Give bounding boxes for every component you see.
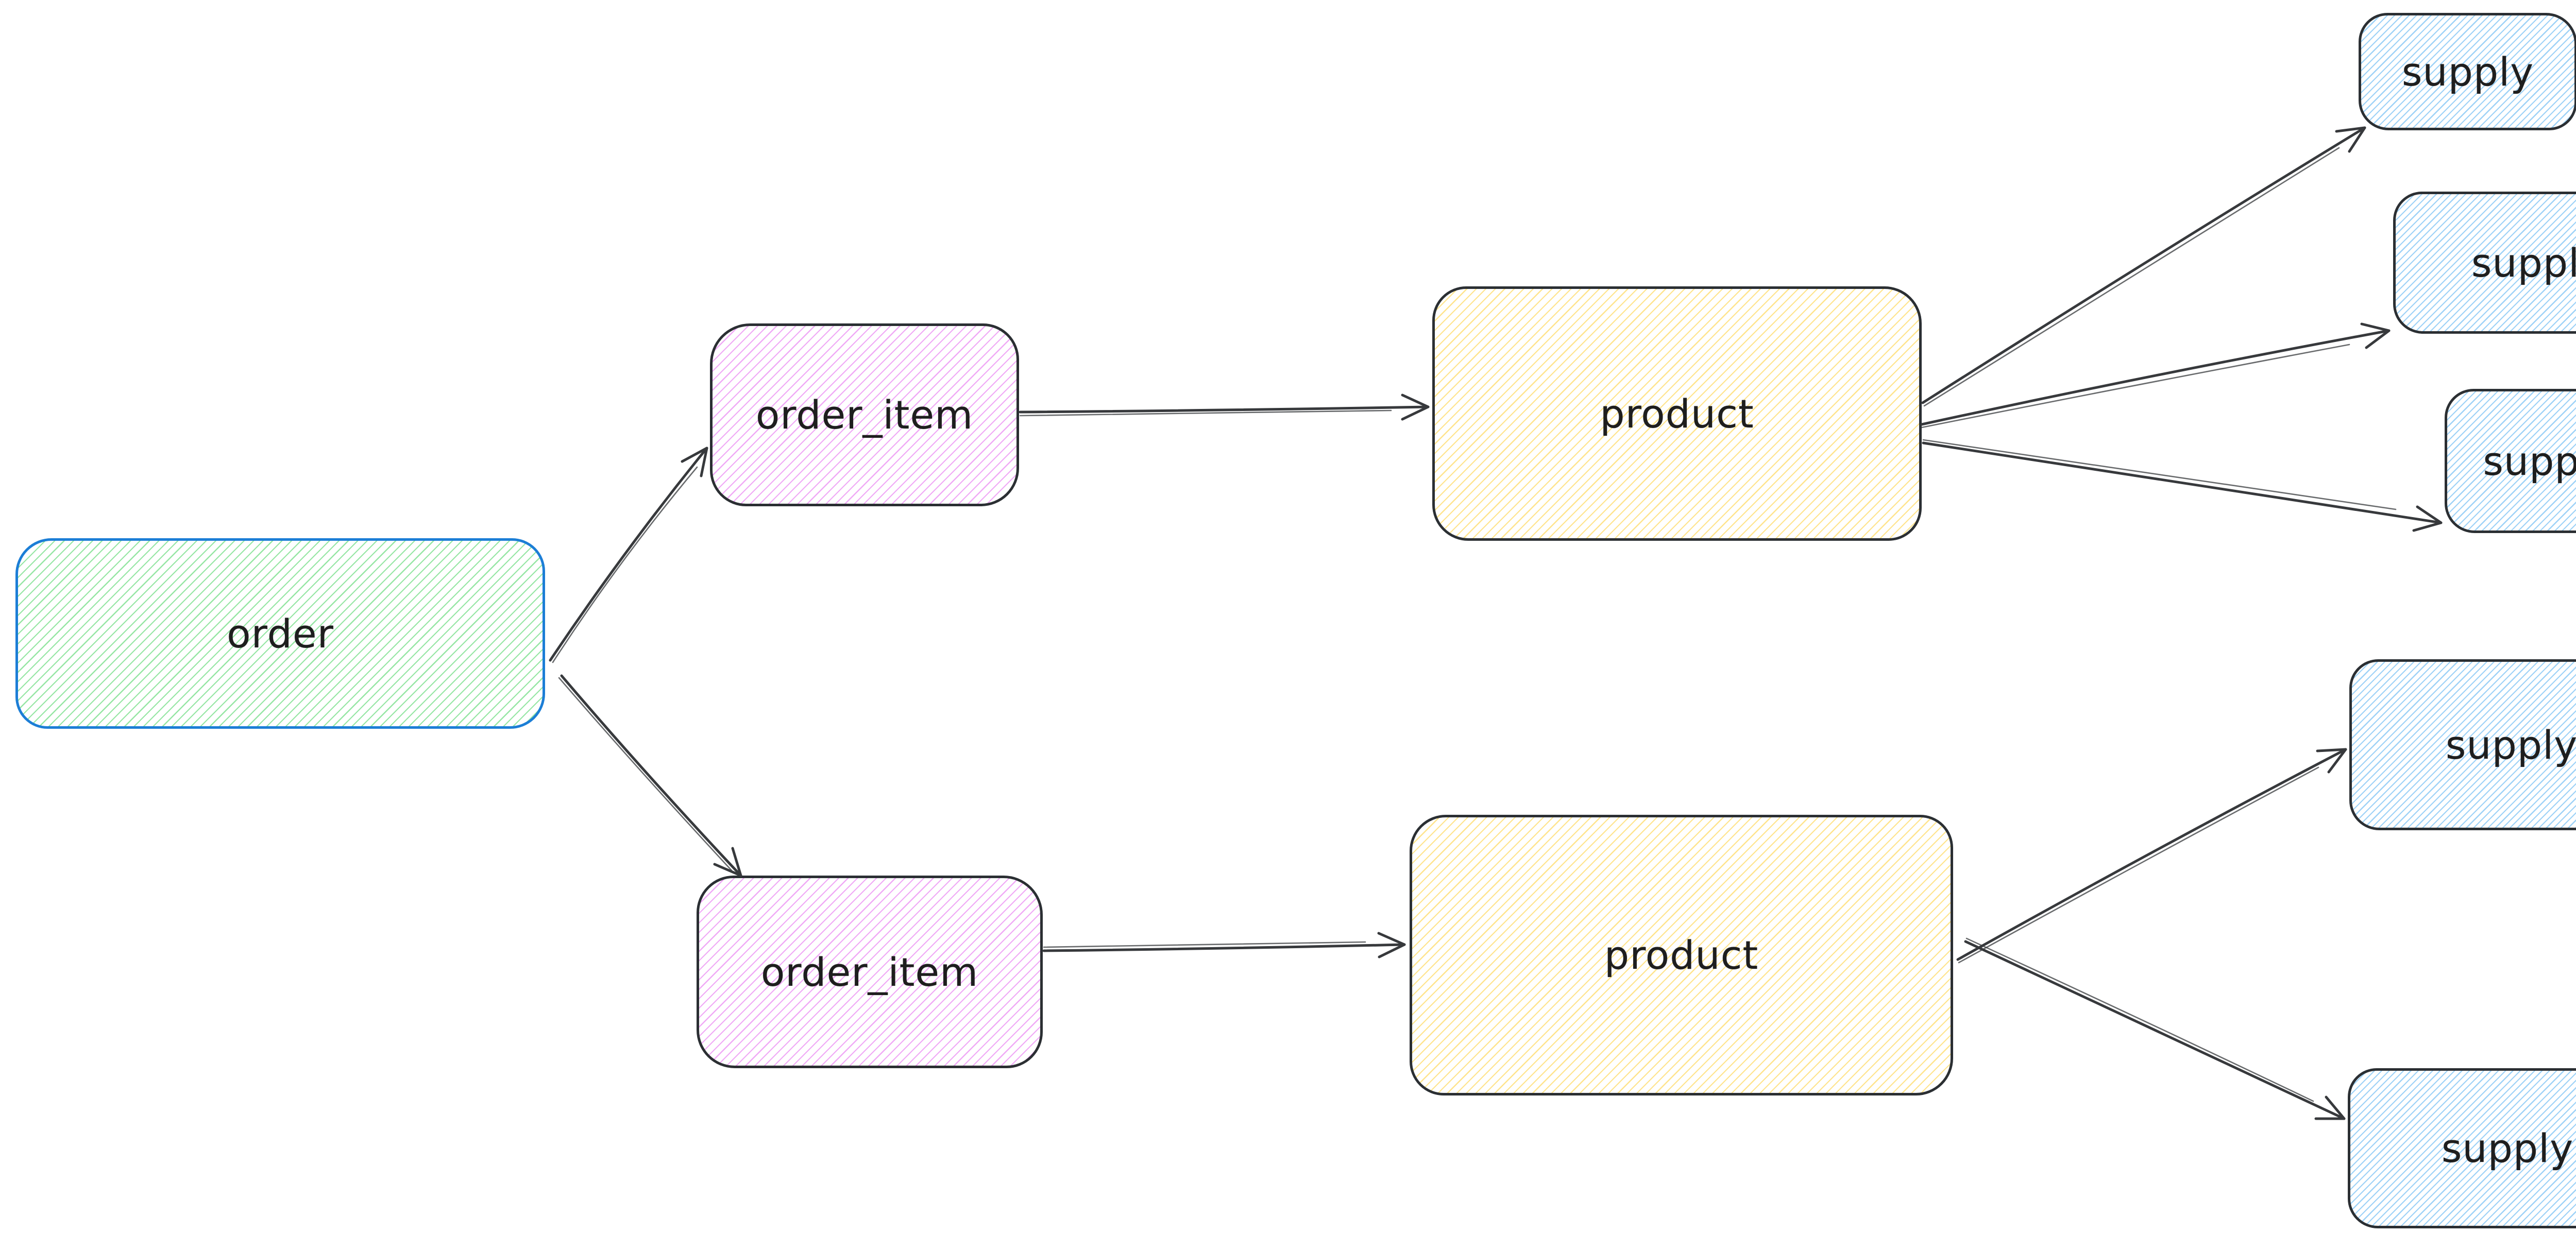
node-product-bottom[interactable]: product: [1410, 815, 1953, 1095]
arrow-order-to-order-item-top[interactable]: [549, 447, 708, 663]
arrow-product-top-to-supply-1[interactable]: [1921, 126, 2366, 407]
node-supply-5[interactable]: supply: [2348, 1068, 2576, 1228]
node-order-item-top[interactable]: order_item: [710, 323, 1019, 506]
node-product-bottom-label: product: [1604, 932, 1759, 978]
node-supply-3-label: supply: [2483, 438, 2576, 484]
arrow-order-item-top-to-product-top[interactable]: [1019, 393, 1430, 421]
node-product-top[interactable]: product: [1432, 286, 1922, 541]
node-product-top-label: product: [1600, 390, 1754, 437]
arrow-order-to-order-item-bottom[interactable]: [558, 674, 742, 877]
node-supply-5-label: supply: [2441, 1125, 2574, 1171]
node-supply-1[interactable]: supply: [2359, 13, 2576, 130]
node-supply-2[interactable]: supply: [2393, 192, 2576, 334]
node-order-label: order: [227, 610, 334, 657]
node-supply-1-label: supply: [2401, 48, 2534, 95]
node-supply-4[interactable]: supply: [2349, 659, 2576, 830]
node-order-item-bottom[interactable]: order_item: [697, 876, 1043, 1068]
node-supply-3[interactable]: supply: [2445, 389, 2576, 533]
node-order[interactable]: order: [15, 538, 545, 729]
node-supply-4-label: supply: [2445, 722, 2576, 768]
arrow-product-bottom-to-supply-5[interactable]: [1964, 937, 2346, 1120]
arrow-product-top-to-supply-2[interactable]: [1920, 322, 2391, 429]
arrow-order-item-bottom-to-product-bottom[interactable]: [1042, 932, 1406, 958]
arrow-product-bottom-to-supply-4[interactable]: [1956, 748, 2347, 964]
arrow-product-top-to-supply-3[interactable]: [1922, 439, 2443, 532]
node-order-item-top-label: order_item: [755, 392, 974, 438]
node-order-item-bottom-label: order_item: [760, 949, 979, 995]
node-supply-2-label: supply: [2471, 239, 2576, 286]
